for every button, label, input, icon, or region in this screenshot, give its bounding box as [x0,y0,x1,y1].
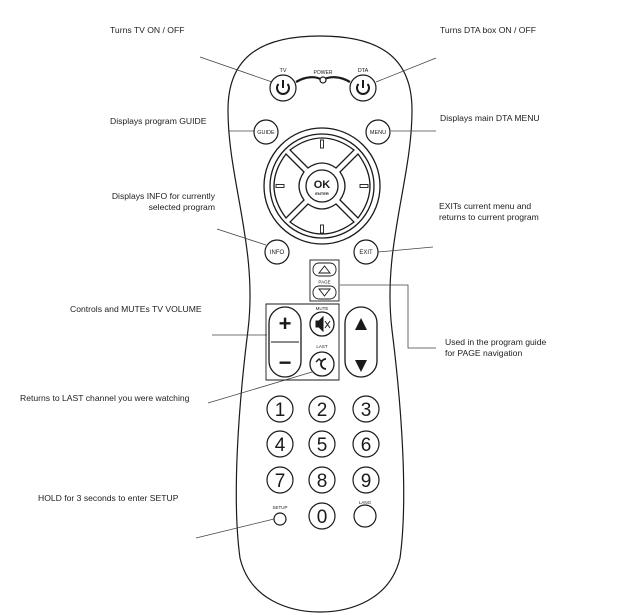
digit-9-label: 9 [361,471,372,492]
tv-label: TV [279,68,286,74]
volume-group-frame [265,303,340,381]
annotation-last: Returns to LAST channel you were watchin… [20,393,190,403]
page-up-button[interactable] [312,262,337,277]
digit-8-label: 8 [317,471,328,492]
leader-dta-power [375,57,437,83]
dta-power-icon [356,80,370,95]
dpad-up-icon [320,139,324,149]
digit-2-button[interactable] [308,395,336,423]
dpad-ring [269,133,375,239]
page-down-icon [318,288,331,297]
annotation-page-line1: Used in the program guide [445,337,547,347]
annotation-setup: HOLD for 3 seconds to enter SETUP [38,493,179,503]
mute-icon [315,315,331,333]
annotation-guide: Displays program GUIDE [110,116,207,126]
info-button[interactable] [264,239,290,265]
annotation-dta-power: Turns DTA box ON / OFF [440,25,536,35]
info-label: INFO [270,250,285,256]
annotation-exit-line1: EXITs current menu and [439,201,532,211]
dta-label: DTA [358,68,369,74]
annotation-tv-power: Turns TV ON / OFF [110,25,185,35]
mute-label: MUTE [316,306,329,311]
digit-3-button[interactable] [352,395,380,423]
digit-6-button[interactable] [352,430,380,458]
page-group-frame [309,259,340,302]
setup-button[interactable] [273,512,287,526]
last-button[interactable] [309,351,335,377]
volume-plus-icon: + [279,311,292,336]
ok-label: OK [314,179,331,191]
power-indicator-led [319,76,327,84]
menu-button[interactable] [365,119,391,145]
digit-8-button[interactable] [308,466,336,494]
annotation-exit-line2: returns to current program [439,212,539,222]
page-label: PAGE [318,280,330,285]
digit-3-label: 3 [361,400,372,421]
guide-button[interactable] [253,119,279,145]
channel-down-icon [355,360,367,372]
exit-label: EXIT [359,250,373,256]
annotation-page: Used in the program guide for PAGE navig… [445,337,546,359]
digit-7-label: 7 [275,471,286,492]
volume-minus-icon: − [279,350,292,375]
leader-page [340,284,436,349]
dpad-up-button[interactable] [289,137,355,169]
enter-label: ENTER [315,191,329,196]
digit-9-button[interactable] [352,466,380,494]
digit-4-button[interactable] [266,430,294,458]
digit-0-button[interactable] [308,502,336,530]
annotation-info-line1: Displays INFO for currently [111,191,215,201]
exit-button[interactable] [353,239,379,265]
annotation-info: Displays INFO for currently selected pro… [80,191,215,213]
digit-7-button[interactable] [266,466,294,494]
channel-rocker[interactable] [344,306,378,378]
dpad-outer-ring [263,127,381,245]
power-label: POWER [314,70,333,76]
dpad-right-button[interactable] [339,153,371,219]
annotation-page-line2: for PAGE navigation [445,348,523,358]
digit-2-label: 2 [317,400,328,421]
menu-label: MENU [370,130,386,136]
digit-5-button[interactable] [308,430,336,458]
setup-label: SETUP [272,505,287,510]
lang-label: LANG [359,500,372,505]
digit-4-label: 4 [275,435,286,456]
dpad-down-button[interactable] [289,203,355,235]
annotation-exit: EXITs current menu and returns to curren… [439,201,539,223]
tv-power-icon [276,80,290,95]
page-up-icon [318,265,331,274]
annotation-volume: Controls and MUTEs TV VOLUME [70,304,202,314]
leader-last [207,371,313,404]
digit-0-label: 0 [317,507,328,528]
dpad-down-icon [320,224,324,234]
digit-6-label: 6 [361,435,372,456]
guide-label: GUIDE [257,130,275,136]
digit-5-label: 5 [317,435,328,456]
lang-button[interactable] [353,504,377,528]
channel-up-icon [355,318,367,330]
dpad-right-icon [359,184,369,188]
tv-power-button[interactable] [269,74,297,102]
dta-power-button[interactable] [349,74,377,102]
digit-1-label: 1 [275,400,286,421]
number-keypad: 1 2 3 4 5 6 7 8 9 0 [266,395,380,530]
last-label: LAST [316,344,328,349]
last-return-icon [315,358,327,370]
digit-1-button[interactable] [266,395,294,423]
leader-tv-power [199,56,273,83]
leader-exit [377,246,434,253]
annotation-menu: Displays main DTA MENU [440,113,540,123]
annotation-info-line2: selected program [148,202,215,212]
dpad-left-icon [275,184,285,188]
leader-setup [195,517,279,539]
page-down-button[interactable] [312,285,337,300]
leader-info [216,228,267,246]
dpad-left-button[interactable] [273,153,305,219]
ok-button[interactable] [305,169,339,203]
remote-body-outline [227,35,413,613]
